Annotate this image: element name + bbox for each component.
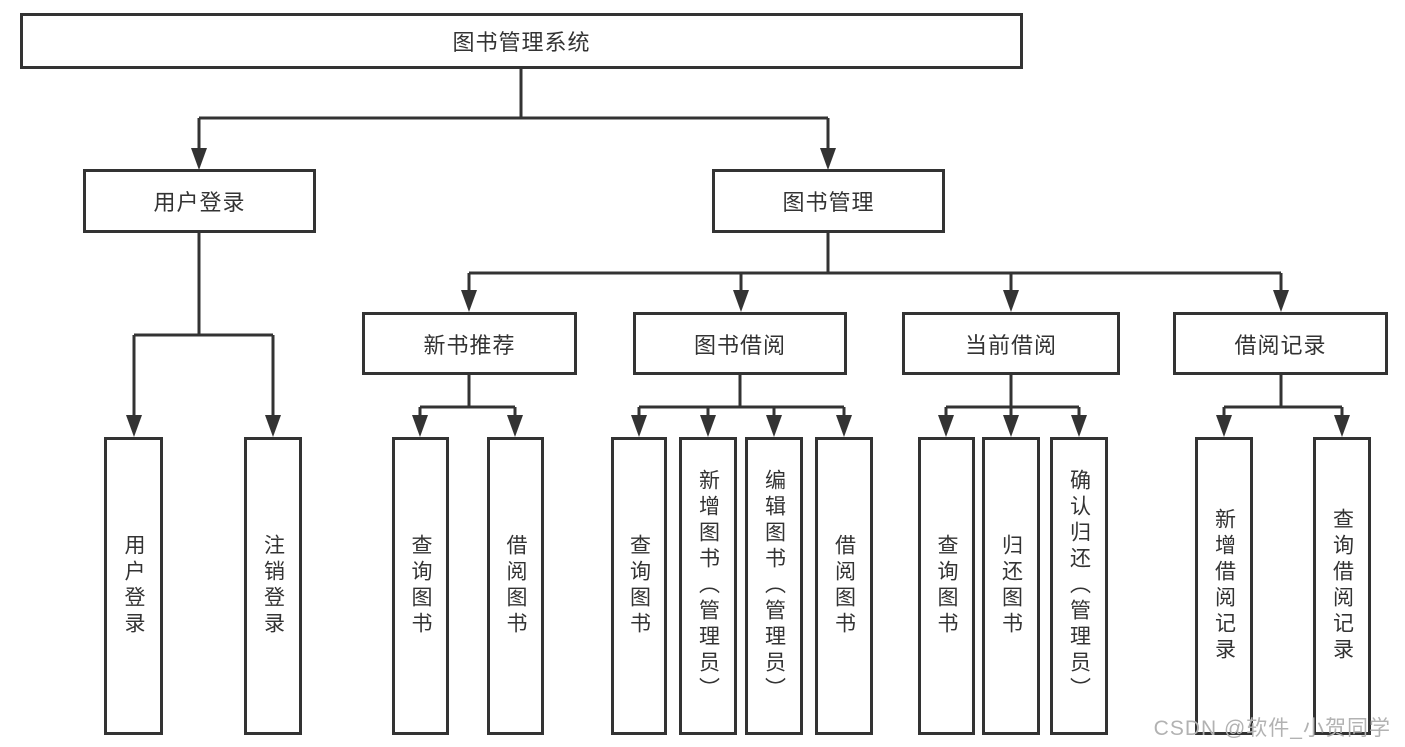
leaf-borrowing-add-books-admin-label: 新增图书（管理员） bbox=[696, 469, 720, 703]
node-borrowing-records: 借阅记录 bbox=[1173, 312, 1388, 375]
node-user-login: 用户登录 bbox=[83, 169, 316, 233]
connector-book-mgmt-to-level3 bbox=[467, 233, 1283, 292]
csdn-watermark: CSDN @软件_小贺同学 bbox=[1153, 717, 1391, 740]
node-current-borrowing-label: 当前借阅 bbox=[964, 332, 1057, 358]
leaf-borrowing-edit-books-admin-label: 编辑图书（管理员） bbox=[762, 469, 786, 703]
node-book-management: 图书管理 bbox=[712, 169, 945, 233]
connector-new-book-to-leaves bbox=[418, 375, 517, 417]
leaf-logout: 注销登录 bbox=[244, 437, 302, 735]
leaf-borrowing-edit-books-admin: 编辑图书（管理员） bbox=[745, 437, 803, 735]
leaf-recommend-query-books-label: 查询图书 bbox=[409, 534, 432, 638]
node-current-borrowing: 当前借阅 bbox=[902, 312, 1120, 375]
node-new-book-recommend-label: 新书推荐 bbox=[423, 332, 516, 358]
node-book-borrowing-label: 图书借阅 bbox=[693, 332, 786, 358]
node-borrowing-records-label: 借阅记录 bbox=[1234, 332, 1327, 358]
connector-book-borrow-to-leaves bbox=[637, 375, 846, 417]
leaf-borrowing-add-books-admin: 新增图书（管理员） bbox=[679, 437, 737, 735]
leaf-borrowing-borrow-books-label: 借阅图书 bbox=[832, 534, 856, 638]
connector-root-to-level2 bbox=[197, 69, 830, 150]
leaf-current-return-books-label: 归还图书 bbox=[999, 534, 1023, 638]
leaf-records-add-record-label: 新增借阅记录 bbox=[1212, 508, 1236, 664]
leaf-current-confirm-return-admin: 确认归还（管理员） bbox=[1050, 437, 1108, 735]
leaf-current-return-books: 归还图书 bbox=[982, 437, 1040, 735]
leaf-recommend-borrow-books-label: 借阅图书 bbox=[504, 534, 527, 638]
node-new-book-recommend: 新书推荐 bbox=[362, 312, 577, 375]
leaf-logout-label: 注销登录 bbox=[261, 534, 285, 638]
leaf-current-confirm-return-admin-label: 确认归还（管理员） bbox=[1067, 469, 1091, 703]
node-user-login-label: 用户登录 bbox=[153, 190, 246, 215]
leaf-borrowing-query-books-label: 查询图书 bbox=[627, 534, 651, 638]
node-book-management-label: 图书管理 bbox=[782, 190, 875, 215]
leaf-recommend-query-books: 查询图书 bbox=[392, 437, 449, 735]
leaf-borrowing-query-books: 查询图书 bbox=[611, 437, 667, 735]
node-root-system: 图书管理系统 bbox=[20, 13, 1023, 69]
leaf-borrowing-borrow-books: 借阅图书 bbox=[815, 437, 873, 735]
connector-user-login-to-leaves bbox=[132, 233, 275, 417]
leaf-user-login-label: 用户登录 bbox=[122, 534, 145, 638]
leaf-user-login: 用户登录 bbox=[104, 437, 163, 735]
leaf-recommend-borrow-books: 借阅图书 bbox=[487, 437, 544, 735]
connector-borrow-records-to-leaves bbox=[1222, 375, 1344, 417]
leaf-records-add-record: 新增借阅记录 bbox=[1195, 437, 1253, 735]
leaf-current-query-books: 查询图书 bbox=[918, 437, 975, 735]
node-root-label: 图书管理系统 bbox=[452, 30, 591, 55]
leaf-current-query-books-label: 查询图书 bbox=[935, 534, 958, 638]
node-book-borrowing: 图书借阅 bbox=[633, 312, 847, 375]
leaf-records-query-record: 查询借阅记录 bbox=[1313, 437, 1371, 735]
leaf-records-query-record-label: 查询借阅记录 bbox=[1330, 508, 1354, 664]
connector-current-borrow-to-leaves bbox=[944, 375, 1081, 417]
